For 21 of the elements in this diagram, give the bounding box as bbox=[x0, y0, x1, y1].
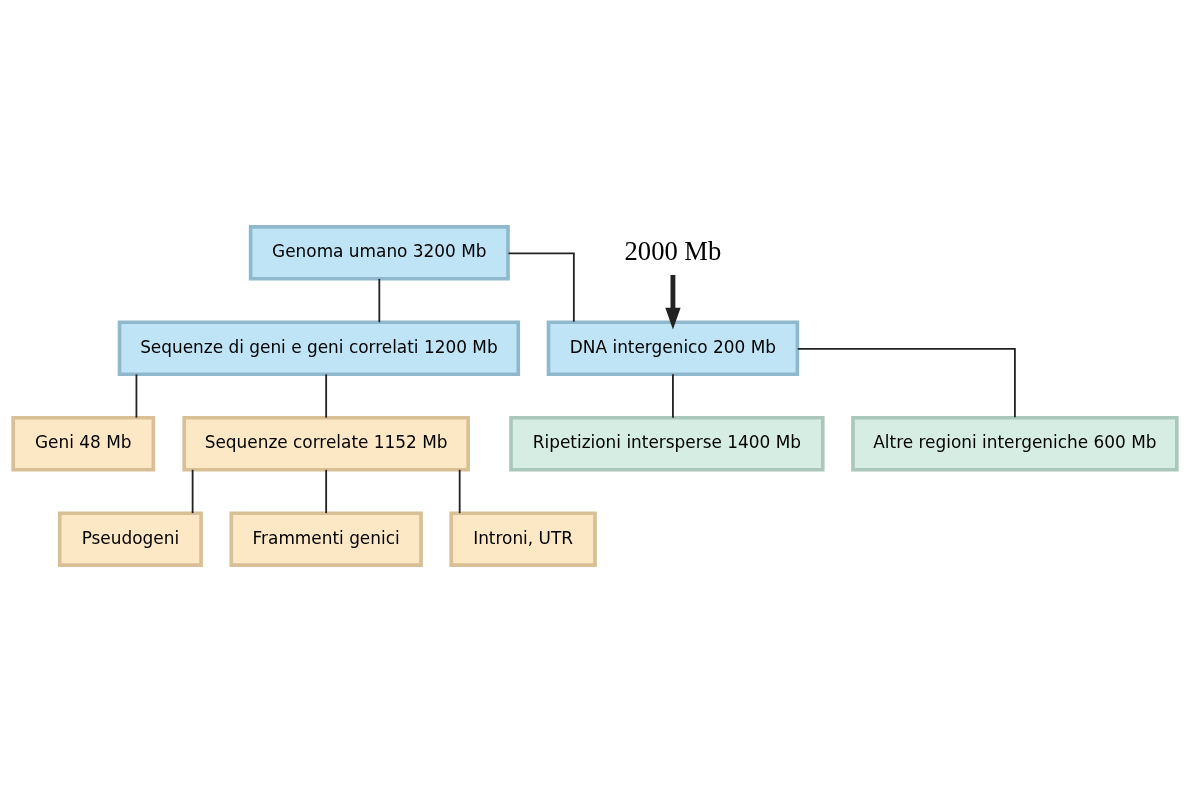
connector bbox=[135, 373, 138, 419]
node-box: Frammenti genici bbox=[229, 511, 423, 567]
node-box: Sequenze di geni e geni correlati 1200 Mb bbox=[117, 320, 521, 377]
node-text: 2000 Mb bbox=[624, 235, 722, 266]
connector bbox=[458, 468, 461, 515]
connector bbox=[325, 468, 328, 515]
connector bbox=[325, 373, 328, 419]
node-box: Genoma umano 3200 Mb bbox=[248, 225, 510, 281]
node-box: Sequenze correlate 1152 Mb bbox=[182, 415, 470, 472]
node-box: Geni 48 Mb bbox=[11, 415, 156, 472]
node-box: Altre regioni intergeniche 600 Mb bbox=[851, 415, 1179, 472]
connector bbox=[672, 373, 674, 419]
connector bbox=[796, 347, 1016, 419]
connector bbox=[507, 252, 575, 323]
connector bbox=[191, 468, 194, 515]
node-box: Pseudogeni bbox=[57, 511, 203, 567]
connector bbox=[378, 278, 381, 324]
node-box: DNA intergenico 200 Mb bbox=[546, 320, 800, 377]
arrow bbox=[665, 274, 681, 330]
node-box: Introni, UTR bbox=[449, 511, 597, 567]
node-box: Ripetizioni intersperse 1400 Mb bbox=[509, 415, 825, 472]
